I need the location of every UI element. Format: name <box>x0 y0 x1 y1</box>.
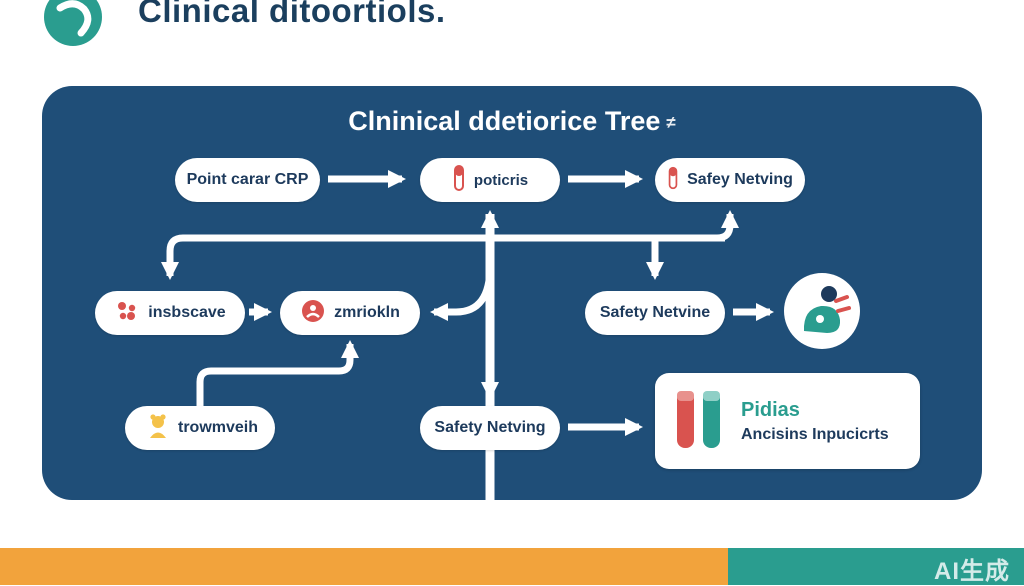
node-point-care-crp: Point carar CRP <box>175 158 320 202</box>
node-label: poticris <box>473 171 529 189</box>
node-label: Safey Netving <box>687 171 793 188</box>
node-insbscave: insbscave <box>95 291 245 335</box>
node-zmriokln: zmriokln <box>280 291 420 335</box>
result-card-title: Pidias <box>741 398 800 421</box>
test-tube-icon <box>667 166 679 195</box>
flow-arrows <box>161 170 774 500</box>
node-poticris: poticris <box>420 158 560 202</box>
node-safety-netving-top: Safey Netving <box>655 158 805 202</box>
node-safety-netvine-mid: Safety Netvine <box>585 291 725 335</box>
page-title: Clinical ditoortiols. <box>138 0 446 29</box>
result-card-subtitle: Ancisins Inpucicrts <box>741 425 889 443</box>
footer-orange-bar <box>0 548 728 585</box>
node-label: Point carar CRP <box>186 171 309 188</box>
result-card: Pidias Ancisins Inpucicrts <box>655 373 920 469</box>
panel-title-text: Clninical ddetiorice Tree <box>348 106 661 136</box>
panel-title: Clninical ddetiorice Tree≠ <box>42 106 982 137</box>
patient-icon <box>784 273 860 349</box>
node-label: Safety Netvine <box>599 304 711 321</box>
cells-icon <box>114 298 140 329</box>
test-tube-icon <box>452 165 466 195</box>
node-safety-netving-bottom: Safety Netving <box>420 406 560 450</box>
node-label: trowmveih <box>177 419 258 436</box>
node-trowmveih: trowmveih <box>125 406 275 450</box>
ai-watermark: AI生成 <box>934 558 1010 585</box>
child-icon <box>142 413 170 444</box>
brand-logo-icon <box>44 0 102 46</box>
test-tubes-icon <box>673 388 725 455</box>
page-header: Clinical ditoortiols. <box>0 0 1024 85</box>
node-label: zmriokln <box>334 304 400 321</box>
decision-tree-panel: Clninical ddetiorice Tree≠ Point carar C… <box>42 86 982 500</box>
node-label: insbscave <box>148 304 226 321</box>
node-label: Safety Netving <box>434 419 546 436</box>
tree-glyph-icon: ≠ <box>666 112 676 132</box>
red-badge-icon <box>300 298 326 329</box>
footer-teal-bar <box>728 548 1024 585</box>
